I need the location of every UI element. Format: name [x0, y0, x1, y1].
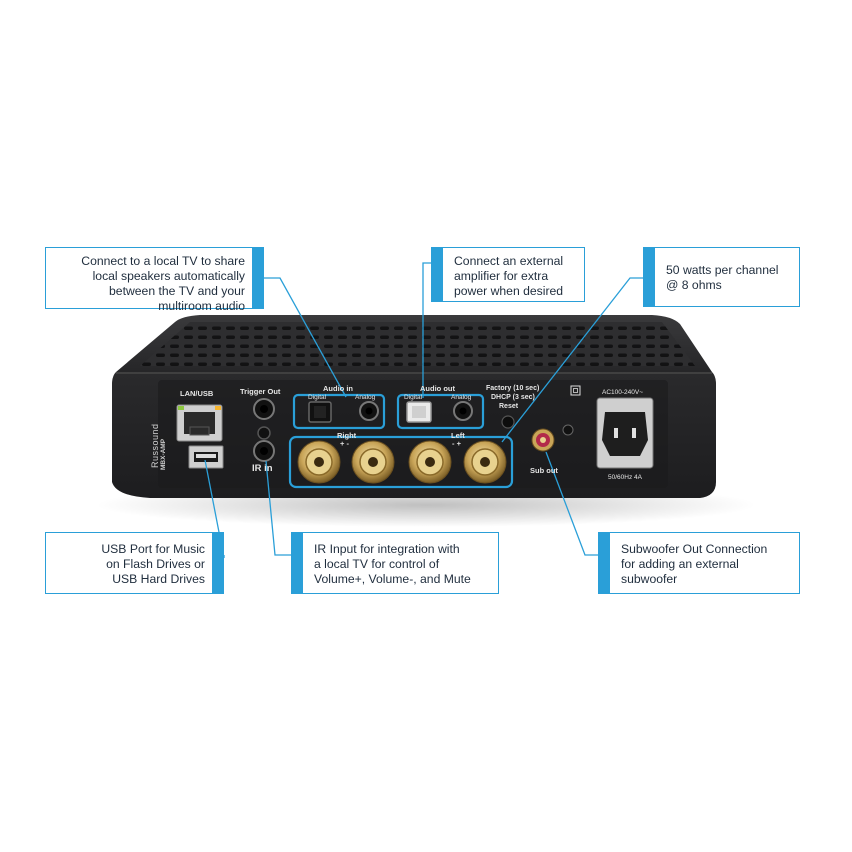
- label-reset: Reset: [499, 403, 519, 410]
- label-right-polarity: + -: [340, 439, 349, 448]
- callout-text: Subwoofer Out Connection for adding an e…: [621, 542, 768, 586]
- binding-post-left-plus: [463, 440, 507, 484]
- callout-text: IR Input for integration with a local TV…: [314, 542, 471, 586]
- device-panel-recess: [158, 380, 668, 488]
- callout-subwoofer: Subwoofer Out Connection for adding an e…: [598, 532, 800, 594]
- label-right: Right: [337, 431, 357, 440]
- speaker-terminals-highlight: [288, 435, 514, 489]
- leader-lines: [204, 262, 643, 559]
- callout-text: Connect to a local TV to share local spe…: [81, 254, 245, 313]
- label-sub-out: Sub out: [530, 466, 558, 475]
- label-dhcp: DHCP (3 sec): [491, 394, 535, 401]
- double-insulation-icon: [570, 385, 581, 396]
- callout-accent-bar: [598, 532, 610, 594]
- device-top-vents: [140, 322, 695, 366]
- audio-out-highlight: [396, 393, 485, 430]
- model-label: MBX-AMP: [160, 438, 167, 470]
- callout-text: USB Port for Music on Flash Drives or US…: [101, 542, 205, 586]
- callout-accent-bar: [212, 532, 224, 594]
- binding-post-left-minus: [408, 440, 452, 484]
- label-audio-out-analog: Analog: [451, 394, 472, 401]
- label-ir-in: IR in: [252, 463, 273, 474]
- callout-accent-bar: [291, 532, 303, 594]
- label-audio-out-digital: Digital: [404, 394, 423, 401]
- label-audio-in: Audio in: [323, 384, 353, 393]
- label-ac-rating: AC100-240V~: [602, 389, 644, 396]
- label-left: Left: [451, 431, 465, 440]
- label-left-polarity: - +: [452, 439, 461, 448]
- callout-ir-input: IR Input for integration with a local TV…: [291, 532, 499, 594]
- callout-external-amp: Connect an external amplifier for extra …: [431, 247, 585, 302]
- panel-screw: [562, 424, 574, 436]
- label-trigger-out: Trigger Out: [240, 387, 281, 396]
- audio-in-highlight: [292, 393, 386, 430]
- binding-post-right-plus: [297, 440, 341, 484]
- label-audio-in-digital: Digital: [308, 394, 327, 401]
- brand-logo: Russound: [150, 423, 160, 468]
- callout-text: Connect an external amplifier for extra …: [454, 254, 564, 298]
- callout-watts: 50 watts per channel @ 8 ohms: [643, 247, 800, 307]
- label-lan-usb: LAN/USB: [180, 389, 214, 398]
- reset-button: [501, 415, 515, 429]
- sub-out-rca: [531, 428, 555, 452]
- callout-tv-share: Connect to a local TV to share local spe…: [45, 247, 264, 313]
- callout-accent-bar: [431, 247, 443, 302]
- callout-accent-bar: [643, 247, 655, 307]
- label-audio-out: Audio out: [420, 384, 455, 393]
- label-audio-in-analog: Analog: [355, 394, 376, 401]
- callout-accent-bar: [252, 247, 264, 309]
- binding-post-right-minus: [351, 440, 395, 484]
- label-factory: Factory (10 sec): [486, 385, 540, 392]
- label-freq-rating: 50/60Hz 4A: [608, 474, 642, 481]
- callout-usb-port: USB Port for Music on Flash Drives or US…: [45, 532, 224, 594]
- callout-text: 50 watts per channel @ 8 ohms: [666, 263, 779, 292]
